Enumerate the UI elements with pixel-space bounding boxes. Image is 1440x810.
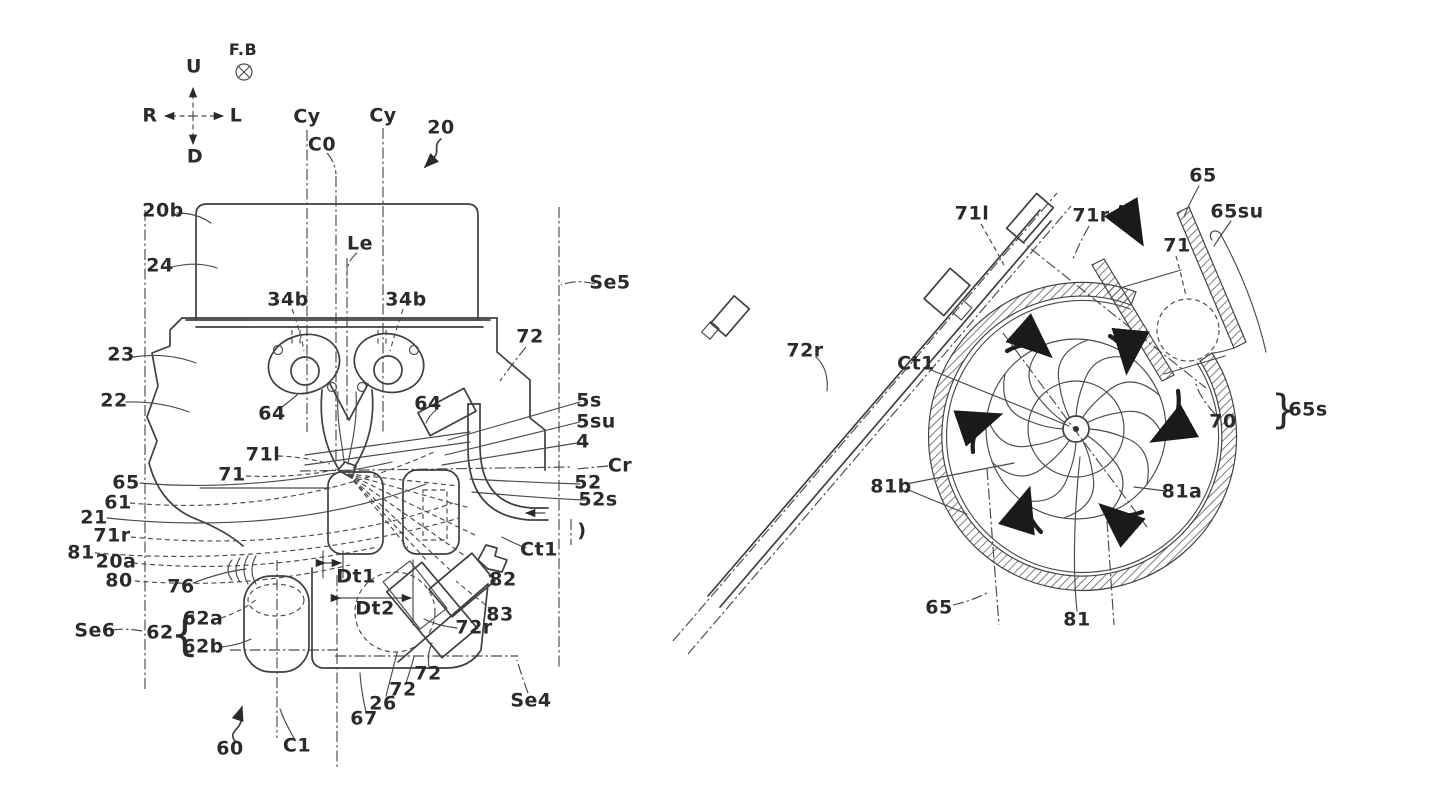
ref-label-70: 70 bbox=[1209, 413, 1236, 432]
intake-port-right bbox=[348, 326, 430, 399]
ref-label-64: 64 bbox=[414, 395, 441, 414]
ref-label-72r: 72r bbox=[455, 619, 492, 638]
ref-label-23: 23 bbox=[107, 346, 134, 365]
ref-label-71: 71 bbox=[218, 466, 245, 485]
ref-label-60: 60 bbox=[216, 740, 243, 759]
ref-label-80: 80 bbox=[105, 572, 132, 591]
ref-label-34b: 34b bbox=[385, 291, 427, 310]
radiator-fan bbox=[986, 339, 1166, 519]
ref-label-): ) bbox=[577, 522, 586, 541]
ref-label-71: 71 bbox=[1163, 237, 1190, 256]
ref-label-Se6: Se6 bbox=[74, 622, 115, 641]
ref-label-Se5: Se5 bbox=[589, 274, 630, 293]
ref-label-5su: 5su bbox=[576, 413, 616, 432]
ref-label-65su: 65su bbox=[1210, 203, 1263, 222]
ref-label-62b: 62b bbox=[182, 638, 224, 657]
ref-label-Se4: Se4 bbox=[510, 692, 551, 711]
ref-label-5s: 5s bbox=[576, 392, 602, 411]
ref-label-62a: 62a bbox=[183, 610, 224, 629]
ref-label-71l: 71l bbox=[246, 446, 280, 465]
ref-label-81: 81 bbox=[67, 544, 94, 563]
ref-label-65: 65 bbox=[112, 474, 139, 493]
ref-label-64: 64 bbox=[258, 405, 285, 424]
ref-label-81: 81 bbox=[1063, 611, 1090, 630]
ref-label-D: D bbox=[187, 148, 203, 167]
orientation-compass-icon bbox=[165, 88, 223, 144]
front-back-axis-icon bbox=[236, 64, 252, 80]
engine-side-view-linework bbox=[95, 64, 608, 770]
ref-label-U: U bbox=[186, 58, 202, 77]
ref-label-C1: C1 bbox=[283, 737, 311, 756]
ref-label-71l: 71l bbox=[955, 205, 989, 224]
ref-label-Cy: Cy bbox=[293, 108, 320, 127]
ref-label-4: 4 bbox=[576, 433, 590, 452]
ref-label-20: 20 bbox=[427, 119, 454, 138]
ref-label-Dt1: Dt1 bbox=[336, 568, 376, 587]
ref-label-72r: 72r bbox=[786, 342, 823, 361]
pipe-71-section bbox=[1157, 299, 1219, 361]
ref-label-34b: 34b bbox=[267, 291, 309, 310]
ref-label-Ct1: Ct1 bbox=[520, 541, 558, 560]
ref-label-81a: 81a bbox=[1162, 483, 1203, 502]
ref-label-65: 65 bbox=[925, 599, 952, 618]
ref-label-71r: 71r bbox=[1072, 207, 1109, 226]
ref-label-65: 65 bbox=[1189, 167, 1216, 186]
ref-label-82: 82 bbox=[489, 571, 516, 590]
air-deflector bbox=[1092, 259, 1174, 381]
ref-label-C0: C0 bbox=[308, 136, 336, 155]
ref-label-61: 61 bbox=[104, 494, 131, 513]
ref-label-Cr: Cr bbox=[608, 457, 632, 476]
ref-label-72: 72 bbox=[414, 665, 441, 684]
ref-label-72: 72 bbox=[516, 328, 543, 347]
ref-label-R: R bbox=[142, 107, 157, 126]
ref-label-Dt2: Dt2 bbox=[355, 600, 395, 619]
ref-label-67: 67 bbox=[350, 710, 377, 729]
ref-label-76: 76 bbox=[167, 578, 194, 597]
ref-label-Le: Le bbox=[347, 235, 373, 254]
ref-label-Cy: Cy bbox=[369, 107, 396, 126]
intake-duct-wall bbox=[1177, 207, 1246, 348]
ref-label-L: L bbox=[230, 107, 243, 126]
ref-label-24: 24 bbox=[146, 257, 173, 276]
ref-label-52s: 52s bbox=[578, 491, 617, 510]
ref-label-71r: 71r bbox=[93, 527, 130, 546]
ref-label-F.B: F.B bbox=[229, 42, 257, 58]
ref-label-81b: 81b bbox=[870, 478, 912, 497]
ref-label-20b: 20b bbox=[142, 202, 184, 221]
ref-label-65s: 65s bbox=[1288, 401, 1327, 420]
ref-label-22: 22 bbox=[100, 392, 127, 411]
ref-label-Ct1: Ct1 bbox=[897, 355, 935, 374]
